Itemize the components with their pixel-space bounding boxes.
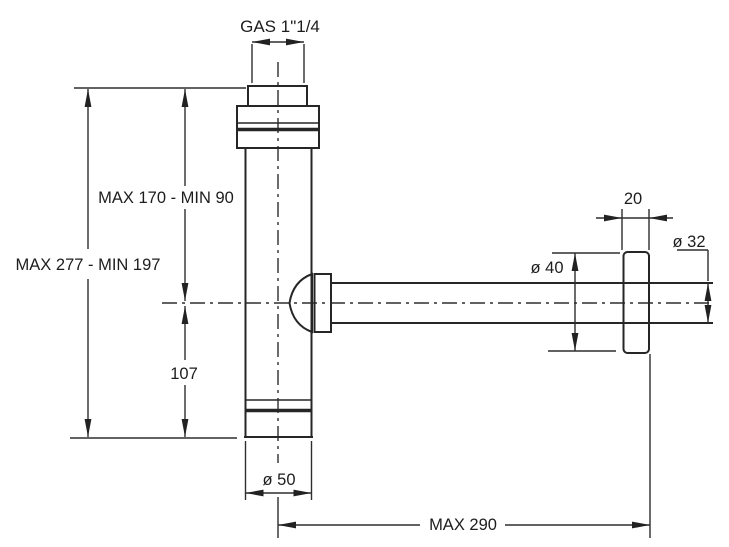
- inlet-thread: [247, 85, 308, 107]
- dim-label-outlet-diameter: ø 32: [672, 233, 705, 251]
- dim-label-flange-diameter: ø 40: [530, 259, 563, 277]
- trap-body: [236, 85, 713, 438]
- dim-label-overall-height: MAX 277 - MIN 197: [16, 256, 161, 274]
- dim-label-cup-diameter: ø 50: [262, 471, 295, 489]
- dim-label-horizontal-reach: MAX 290: [429, 516, 497, 534]
- dimension-lines: [84, 38, 712, 529]
- top-nut: [236, 105, 320, 149]
- dim-label-flange-depth: 20: [624, 190, 642, 208]
- outlet-joint: [288, 272, 332, 334]
- dim-label-upper-height: MAX 170 - MIN 90: [98, 189, 234, 207]
- dim-label-gas-thread: GAS 1"1/4: [240, 17, 320, 36]
- dim-label-lower-height: 107: [170, 365, 198, 383]
- dimension-labels: GAS 1"1/4 MAX 277 - MIN 197 MAX 170 - MI…: [16, 17, 706, 534]
- wall-flange: [622, 251, 650, 354]
- extension-lines: [70, 44, 709, 538]
